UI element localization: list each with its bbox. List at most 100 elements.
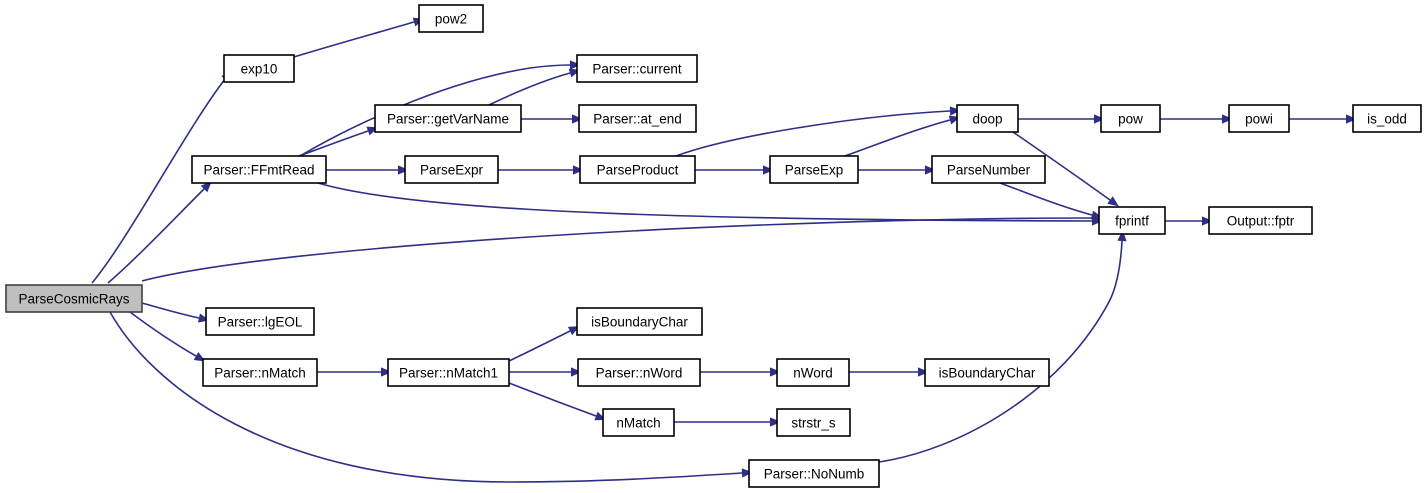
edge-parseexpr-to-parseproduct <box>498 165 584 175</box>
node-box[interactable] <box>577 358 701 387</box>
graph-node-nwordp[interactable]: Parser::nWord <box>577 358 701 387</box>
node-label: powi <box>1245 112 1273 127</box>
node-box[interactable] <box>579 155 696 184</box>
edge-line <box>129 311 197 357</box>
node-box[interactable] <box>931 155 1046 184</box>
graph-node-getvarname[interactable]: Parser::getVarName <box>374 104 522 133</box>
graph-node-lgeol[interactable]: Parser::lgEOL <box>205 307 315 336</box>
node-label: Parser::FFmtRead <box>203 163 314 178</box>
arrowhead-icon <box>741 468 753 478</box>
node-box[interactable] <box>404 155 499 184</box>
node-label: isBoundaryChar <box>939 366 1036 381</box>
graph-node-ffmtread[interactable]: Parser::FFmtRead <box>191 155 327 184</box>
arrowhead-icon <box>1107 196 1119 207</box>
graph-node-fprintf[interactable]: fprintf <box>1098 206 1166 235</box>
node-box[interactable] <box>576 54 698 83</box>
graph-node-exp10[interactable]: exp10 <box>223 54 295 83</box>
graph-node-parseproduct[interactable]: ParseProduct <box>579 155 696 184</box>
edge-line <box>91 78 226 284</box>
edge-line <box>675 110 951 157</box>
node-box[interactable] <box>776 408 851 437</box>
node-label: isBoundaryChar <box>591 315 688 330</box>
graph-node-nonumb[interactable]: Parser::NoNumb <box>748 459 880 488</box>
graph-node-parsecosmicrays[interactable]: ParseCosmicRays <box>5 284 143 313</box>
edge-getvarname-to-current <box>488 68 581 106</box>
node-label: ParseProduct <box>597 163 679 178</box>
node-label: Parser::lgEOL <box>218 315 303 330</box>
graph-node-parsenumber[interactable]: ParseNumber <box>931 155 1046 184</box>
node-box[interactable] <box>205 307 315 336</box>
edge-line <box>109 311 743 483</box>
graph-node-doop[interactable]: doop <box>956 104 1019 133</box>
node-box[interactable] <box>374 104 522 133</box>
arrowhead-icon <box>572 114 583 124</box>
graph-node-nmatchp[interactable]: Parser::nMatch <box>202 358 318 387</box>
node-label: Output::fptr <box>1227 214 1295 229</box>
node-box[interactable] <box>387 358 510 387</box>
node-box[interactable] <box>418 4 484 33</box>
edge-nmatch1-to-isboundary1 <box>508 326 580 362</box>
edge-ffmtread-to-getvarname <box>298 126 379 157</box>
node-label: fprintf <box>1115 214 1149 229</box>
node-box[interactable] <box>956 104 1019 133</box>
edge-line <box>298 130 369 157</box>
graph-node-isboundary1[interactable]: isBoundaryChar <box>576 307 703 336</box>
graph-node-nmatch[interactable]: nMatch <box>602 408 675 437</box>
edge-line <box>317 182 1093 222</box>
arrowhead-icon <box>1346 114 1357 124</box>
arrowhead-icon <box>571 367 582 377</box>
edge-ffmtread-to-current <box>299 60 581 157</box>
edge-line <box>141 217 1096 282</box>
edge-line <box>107 188 205 284</box>
node-box[interactable] <box>769 155 859 184</box>
edge-parsecosmicrays-to-nonumb <box>109 311 753 483</box>
node-box[interactable] <box>576 307 703 336</box>
edge-line <box>488 72 571 106</box>
edge-pow-to-powi <box>1160 114 1233 124</box>
edge-parsecosmicrays-to-ffmtread <box>107 181 212 284</box>
node-box[interactable] <box>223 54 295 83</box>
edge-powi-to-is_odd <box>1289 114 1357 124</box>
edge-nmatch-to-strstr_s <box>674 417 781 427</box>
graph-node-at_end[interactable]: Parser::at_end <box>578 104 697 133</box>
edge-fprintf-to-outputfptr <box>1165 216 1213 226</box>
graph-node-powi[interactable]: powi <box>1228 104 1290 133</box>
graph-node-parseexp[interactable]: ParseExp <box>769 155 859 184</box>
edge-line <box>508 382 597 417</box>
edge-nword-to-isboundary2 <box>849 367 929 377</box>
node-label: pow <box>1118 112 1143 127</box>
graph-node-nmatch1[interactable]: Parser::nMatch1 <box>387 358 510 387</box>
edge-getvarname-to-at_end <box>521 114 583 124</box>
node-box[interactable] <box>1352 104 1422 133</box>
graph-node-outputfptr[interactable]: Output::fptr <box>1208 206 1313 235</box>
graph-node-is_odd[interactable]: is_odd <box>1352 104 1422 133</box>
node-box[interactable] <box>202 358 318 387</box>
graph-node-strstr_s[interactable]: strstr_s <box>776 408 851 437</box>
node-label: nWord <box>793 366 833 381</box>
node-label: Parser::nWord <box>596 366 683 381</box>
graph-node-pow[interactable]: pow <box>1100 104 1161 133</box>
node-box[interactable] <box>1098 206 1166 235</box>
graph-node-isboundary2[interactable]: isBoundaryChar <box>924 358 1050 387</box>
arrowhead-icon <box>770 417 781 427</box>
node-box[interactable] <box>748 459 880 488</box>
edge-parsecosmicrays-to-fprintf <box>141 213 1106 282</box>
node-box[interactable] <box>776 358 850 387</box>
node-label: Parser::at_end <box>593 112 682 127</box>
node-box[interactable] <box>1228 104 1290 133</box>
edge-line <box>141 302 200 319</box>
graph-node-pow2[interactable]: pow2 <box>418 4 484 33</box>
node-box[interactable] <box>1100 104 1161 133</box>
node-box[interactable] <box>602 408 675 437</box>
node-box[interactable] <box>191 155 327 184</box>
graph-node-parseexpr[interactable]: ParseExpr <box>404 155 499 184</box>
edge-parseproduct-to-doop <box>675 106 961 157</box>
node-box[interactable] <box>924 358 1050 387</box>
graph-node-current[interactable]: Parser::current <box>576 54 698 83</box>
node-box[interactable] <box>5 284 143 313</box>
node-box[interactable] <box>578 104 697 133</box>
graph-node-nword[interactable]: nWord <box>776 358 850 387</box>
node-label: Parser::current <box>592 62 682 77</box>
edge-parsenumber-to-fprintf <box>999 182 1103 220</box>
node-box[interactable] <box>1208 206 1313 235</box>
